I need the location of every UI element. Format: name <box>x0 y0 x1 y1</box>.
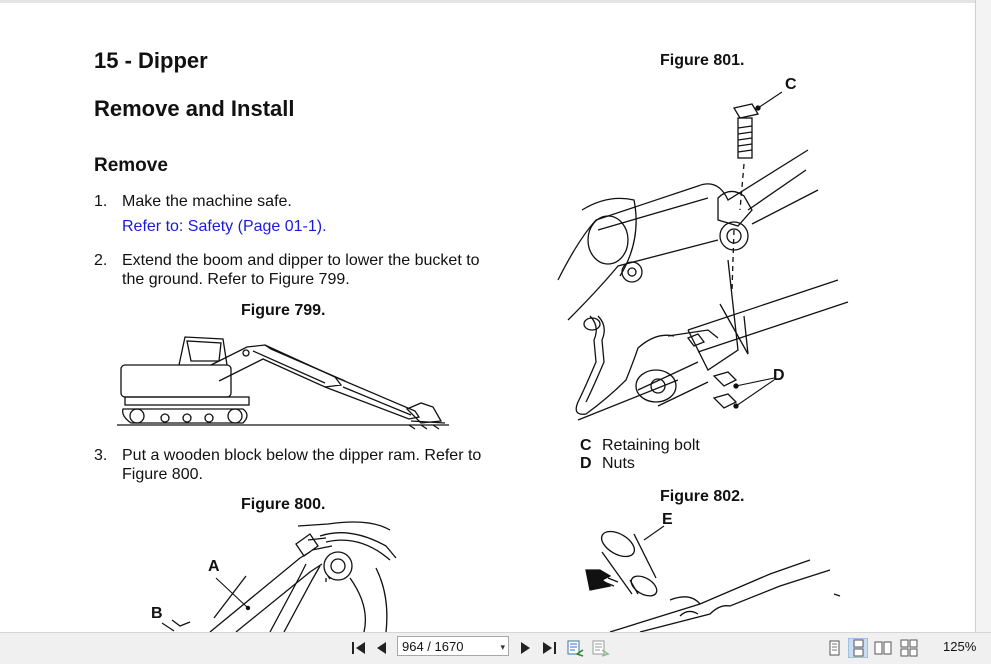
zoom-level[interactable]: 125% <box>943 639 977 654</box>
document-page: 15 - Dipper Remove and Install Remove 1.… <box>0 0 975 632</box>
page-number-input[interactable]: 964 / 1670 ▾ <box>397 636 509 656</box>
last-page-icon[interactable] <box>539 638 559 658</box>
safety-reference-link[interactable]: Refer to: Safety (Page 01-1). <box>122 218 327 235</box>
leader-line-a <box>215 577 251 611</box>
continuous-facing-view-icon[interactable] <box>899 638 919 658</box>
viewer-toolbar: 964 / 1670 ▾ 125% <box>0 632 991 664</box>
next-page-icon[interactable] <box>515 638 535 658</box>
figure-799-caption: Figure 799. <box>241 302 326 319</box>
figure-802-caption: Figure 802. <box>660 488 745 505</box>
facing-pages-view-icon[interactable] <box>873 638 893 658</box>
page-dropdown-icon[interactable]: ▾ <box>500 642 505 652</box>
step-text: Put a wooden block below the dipper ram.… <box>122 447 482 483</box>
subsection-title: Remove and Install <box>94 96 295 121</box>
callout-c: C <box>785 76 797 93</box>
step-2: 2. Extend the boom and dipper to lower t… <box>94 251 494 291</box>
first-page-icon[interactable] <box>349 638 369 658</box>
leader-line-b <box>161 622 175 632</box>
step-number: 1. <box>94 193 108 210</box>
section-title: 15 - Dipper <box>94 48 208 73</box>
legend-row-d: D Nuts <box>580 455 635 473</box>
figure-801-caption: Figure 801. <box>660 52 745 69</box>
callout-d: D <box>773 367 785 384</box>
step-3: 3. Put a wooden block below the dipper r… <box>94 446 494 486</box>
step-1: 1. Make the machine safe. <box>94 192 494 212</box>
page-indicator: 964 / 1670 <box>402 639 464 654</box>
pivot-pin-illustration <box>585 525 841 632</box>
legend-text: Nuts <box>602 455 635 472</box>
legend-row-c: C Retaining bolt <box>580 437 700 455</box>
excavator-illustration <box>117 336 449 430</box>
continuous-view-icon[interactable] <box>848 638 868 658</box>
figure-800-caption: Figure 800. <box>241 496 326 513</box>
top-rule <box>0 0 975 3</box>
dipper-pivot-illustration <box>557 91 849 421</box>
go-forward-icon[interactable] <box>590 638 610 658</box>
legend-text: Retaining bolt <box>602 437 700 454</box>
step-text: Extend the boom and dipper to lower the … <box>122 252 480 288</box>
legend-key: D <box>580 455 592 472</box>
legend-key: C <box>580 437 592 454</box>
dipper-ram-illustration <box>171 521 397 632</box>
callout-b: B <box>151 605 163 622</box>
step-number: 2. <box>94 252 108 269</box>
step-number: 3. <box>94 447 108 464</box>
go-back-icon[interactable] <box>565 638 585 658</box>
step-text: Make the machine safe. <box>122 193 292 210</box>
callout-a: A <box>208 558 220 575</box>
right-scroll-gutter[interactable] <box>975 0 991 632</box>
previous-page-icon[interactable] <box>372 638 392 658</box>
callout-e: E <box>662 511 673 528</box>
single-page-view-icon[interactable] <box>824 638 844 658</box>
procedure-title: Remove <box>94 155 168 176</box>
